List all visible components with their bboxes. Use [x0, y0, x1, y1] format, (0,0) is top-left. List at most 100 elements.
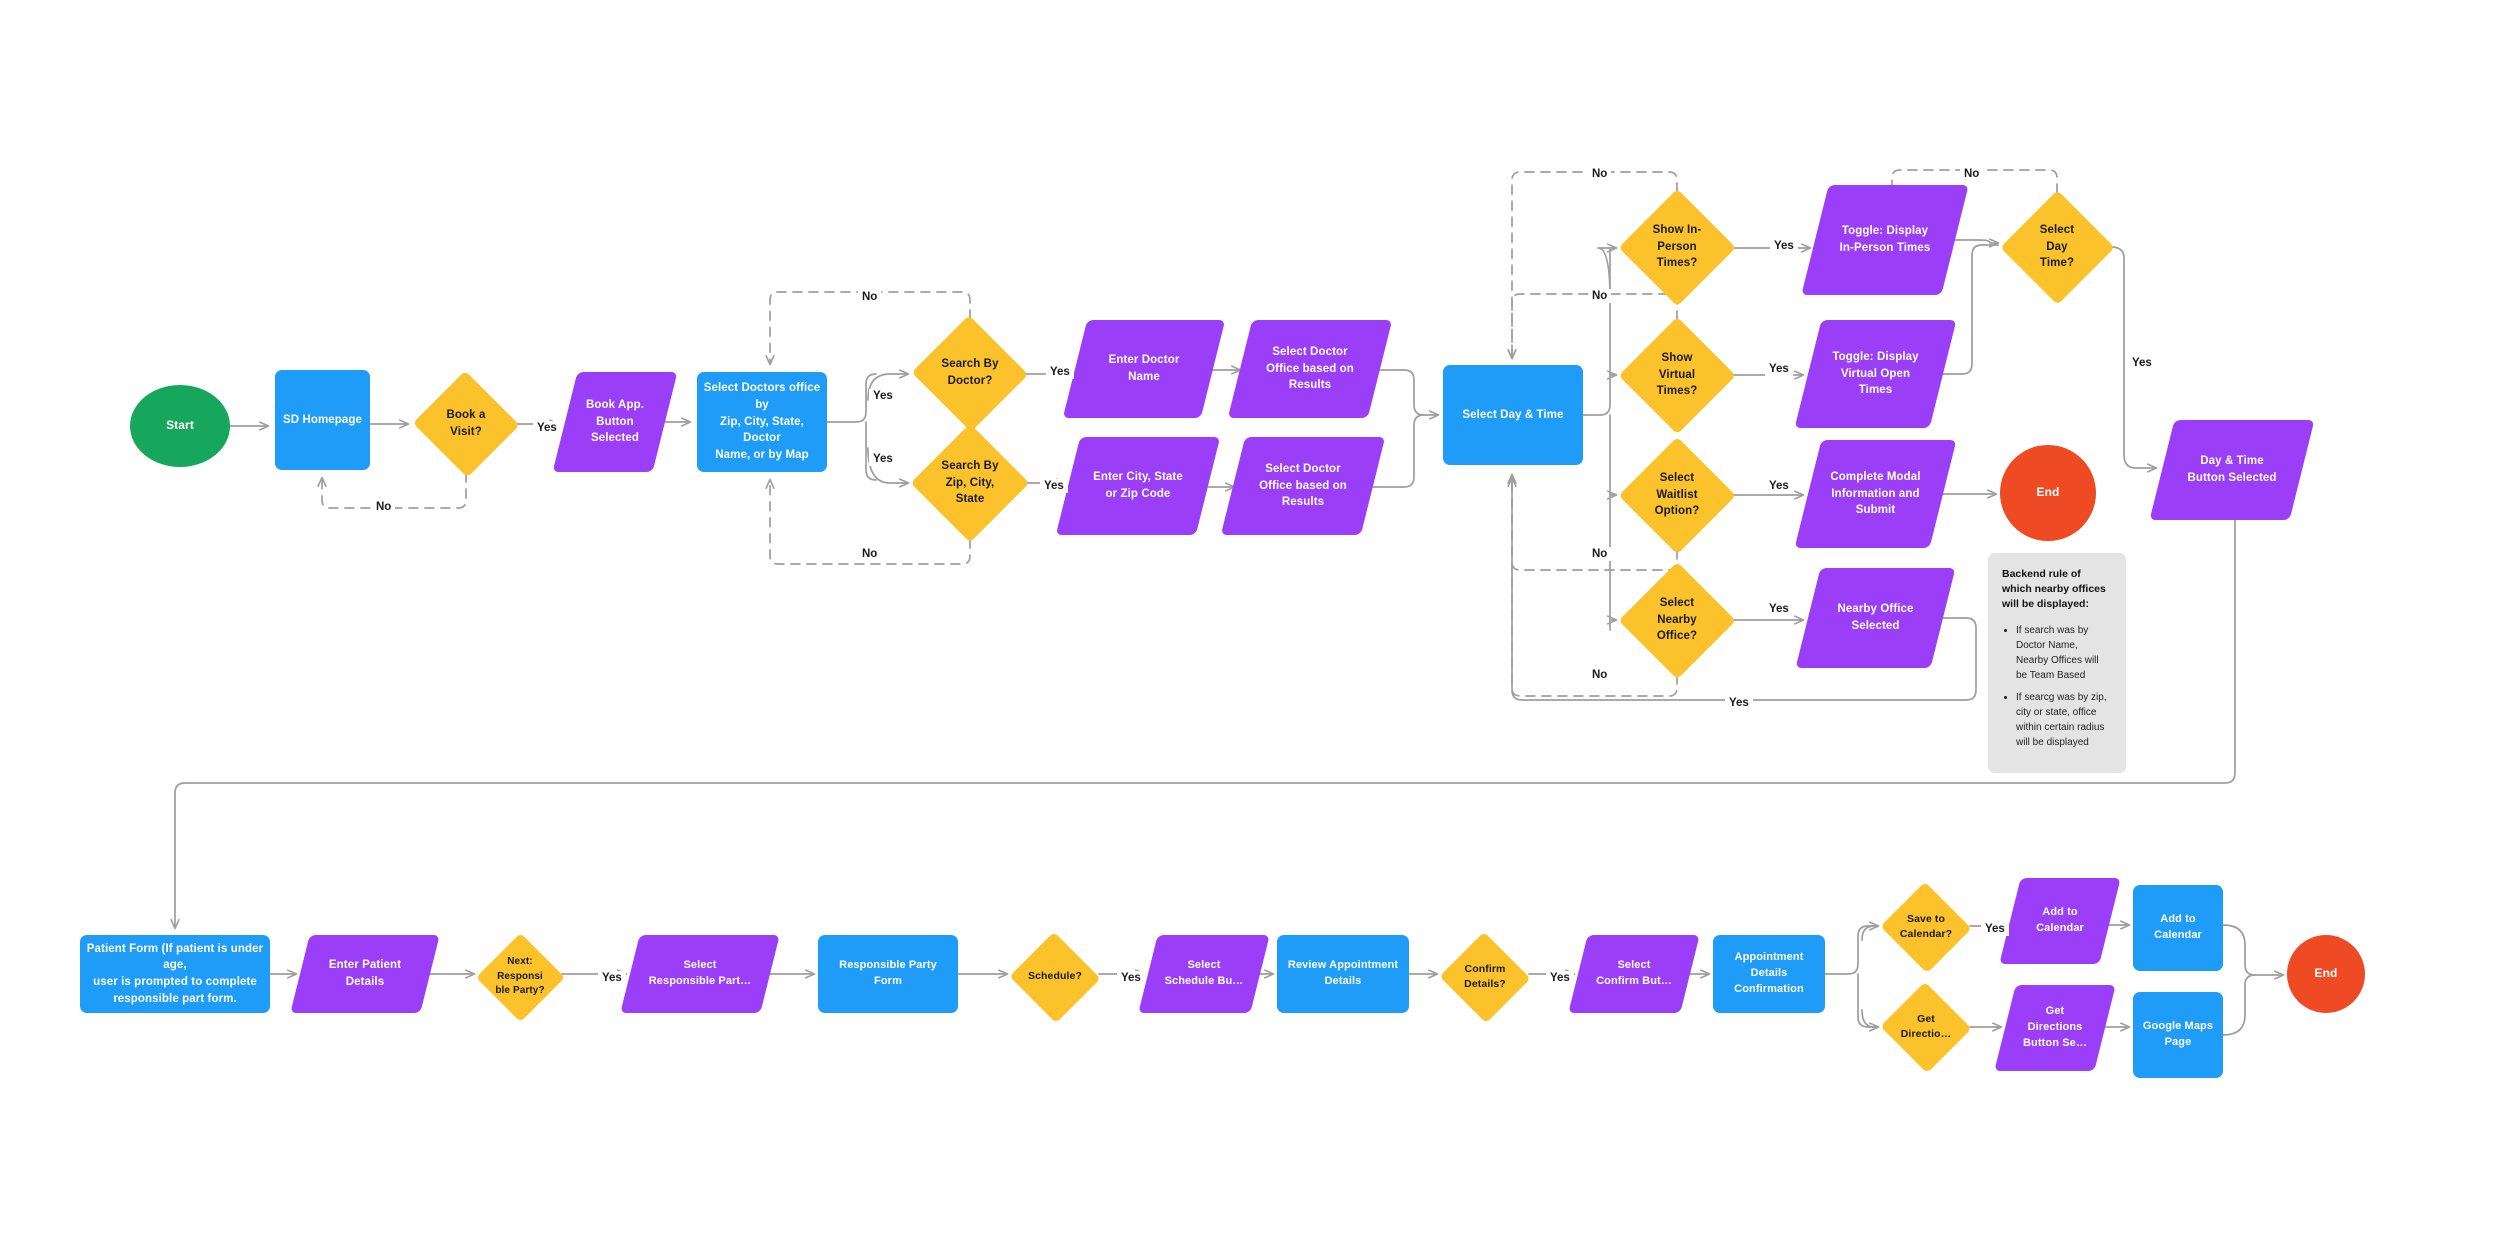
node-label-select_day_time: Select Day & Time [1462, 408, 1564, 421]
edge-label-l-yes-inperson: Yes [1770, 239, 1798, 253]
edge-label-l-yes-waitlist: Yes [1765, 479, 1793, 493]
node-patient_form[interactable]: Patient Form (If patient is under age,us… [80, 935, 270, 1013]
edge-label-l-yes-book: Yes [533, 421, 561, 435]
connector-w-addcal-end [2222, 924, 2283, 975]
edge-label-l-yes-sd: Yes [1046, 365, 1074, 379]
note-bullet-0: If search was by Doctor Name, Nearby Off… [2016, 623, 2112, 683]
edge-label-l-no-daytime: No [1960, 167, 1984, 181]
edge-label-l-yes-resp: Yes [598, 971, 626, 985]
node-end_bottom[interactable]: End [2287, 935, 2365, 1013]
edge-label-l-yes-sz: Yes [1040, 479, 1068, 493]
connector-w-appt-fan [1824, 925, 1879, 1028]
edge-label-l-no-zip: No [858, 547, 882, 561]
node-sd_homepage[interactable]: SD Homepage [275, 370, 370, 470]
node-resp_party_form[interactable]: Responsible Party Form [818, 935, 958, 1013]
edge-label-l-yes-daytime: Yes [2128, 356, 2156, 370]
edge-label-l-yes-zip: Yes [869, 452, 897, 466]
edge-label-l-no-book: No [372, 500, 396, 514]
note-heading: Backend rule of which nearby offices wil… [2002, 568, 2106, 611]
note-bullet-list: If search was by Doctor Name, Nearby Off… [2002, 623, 2112, 750]
connector-w-togglein-daytime [1954, 240, 1998, 243]
node-google_maps[interactable]: Google Maps Page [2133, 992, 2223, 1078]
edge-label-l-yes-sched: Yes [1117, 971, 1145, 985]
connector-w-appt-save [1861, 926, 1878, 941]
edge-label-l-no-doctor: No [858, 290, 882, 304]
node-label-end_bottom: End [2314, 966, 2338, 981]
node-label-end_top: End [2036, 485, 2060, 500]
node-schedule_q[interactable]: Schedule? [1009, 931, 1101, 1023]
node-add_to_calendar_p[interactable]: Add to Calendar [2133, 885, 2223, 971]
edge-label-l-yes-virtual: Yes [1765, 362, 1793, 376]
edge-label-l-yes-nearbyback: Yes [1725, 696, 1753, 710]
connector-w-sel1-sdt [1377, 369, 1438, 415]
node-label-add_to_calendar_p: Add to Calendar [2154, 913, 2202, 941]
node-label-sd_homepage: SD Homepage [282, 413, 363, 426]
edge-label-l-yes-savecal: Yes [1981, 922, 2009, 936]
connector-w-appt-dir [1861, 1009, 1878, 1027]
node-end_top[interactable]: End [2000, 445, 2096, 541]
node-select_day_time[interactable]: Select Day & Time [1443, 365, 1583, 465]
edge-label-l-no-waitlist: No [1588, 547, 1612, 561]
node-label-schedule_q: Schedule? [1028, 970, 1082, 983]
backend-rule-note: Backend rule of which nearby offices wil… [1988, 553, 2126, 773]
connector-w-sdt-fan [1582, 247, 1611, 631]
node-start[interactable]: Start [130, 385, 230, 467]
